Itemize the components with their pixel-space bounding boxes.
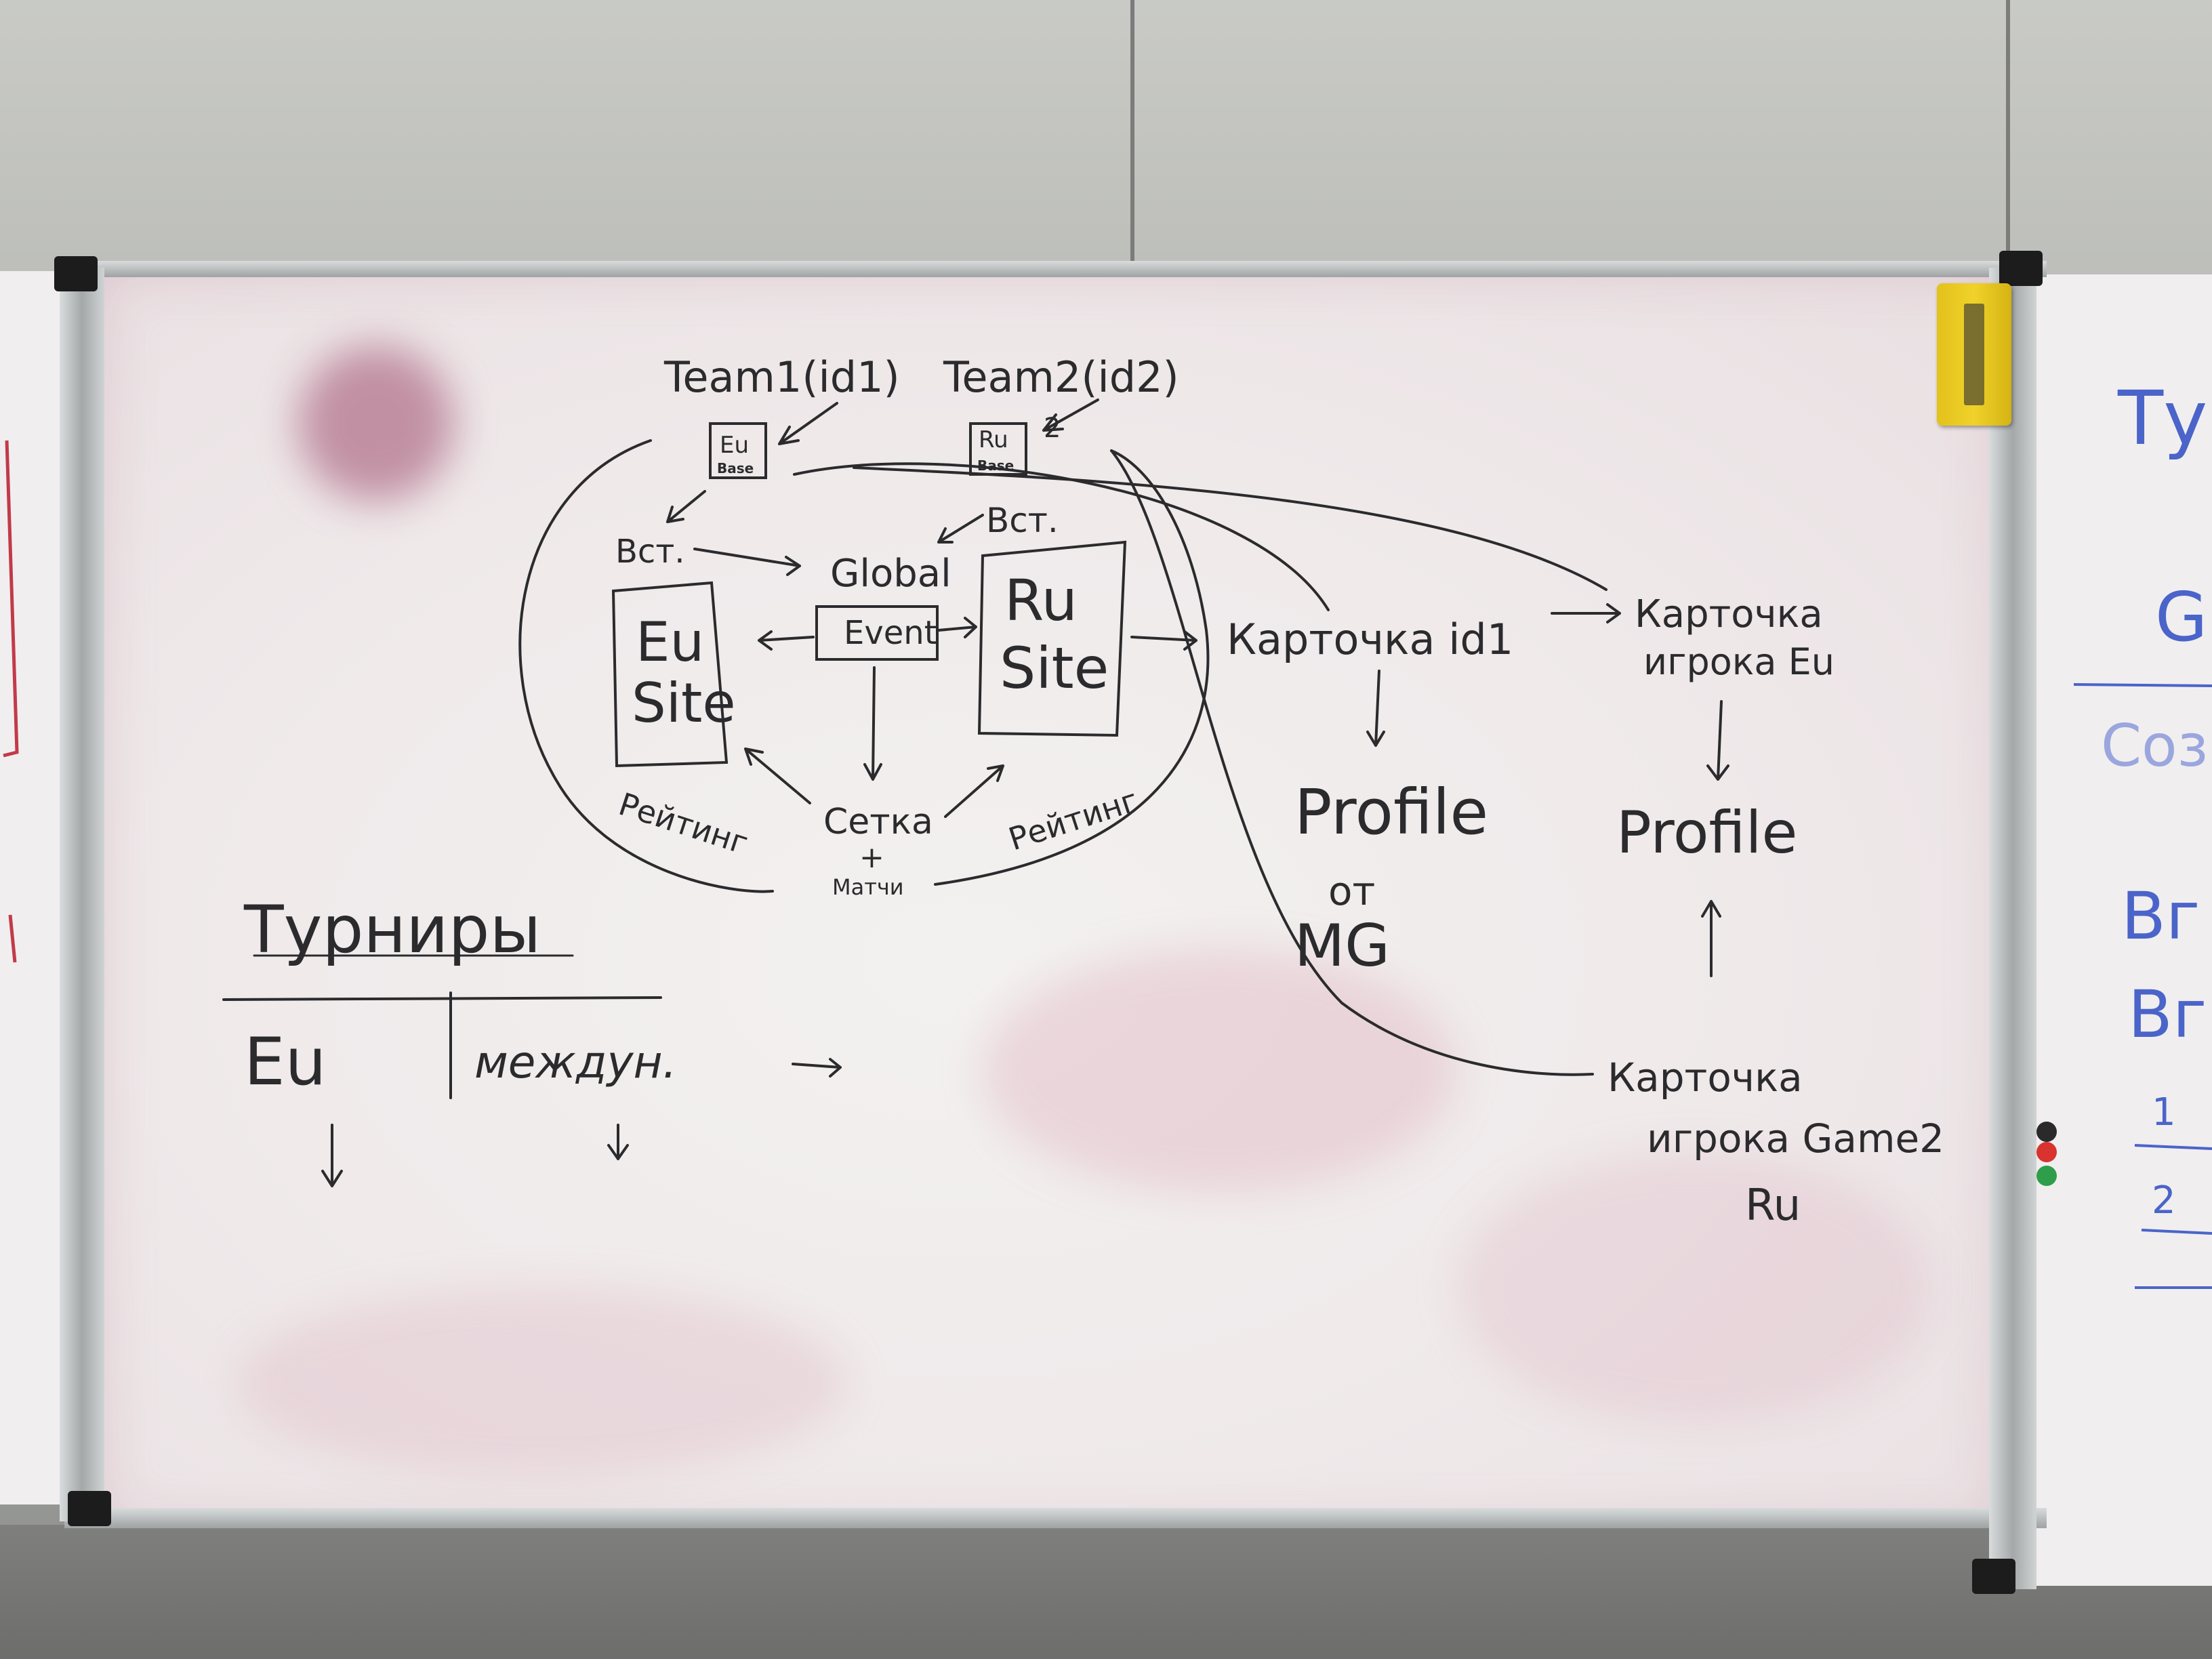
ru-site-label-bottom: Site [1000, 635, 1109, 701]
board-frame-left [60, 268, 104, 1521]
ink-smudge [983, 949, 1457, 1193]
arrow-team1-label [778, 402, 838, 445]
arrow-card-profile [1366, 670, 1385, 747]
right-board-fragment: Ту [2117, 375, 2207, 462]
loop-right [934, 449, 1210, 886]
curve-game-card-to-ru-base [1110, 449, 1594, 1076]
team2-marker: 2 [1044, 413, 1061, 444]
arrow-event-setka [863, 666, 882, 781]
game-card-label-bottom: Ru [1745, 1181, 1801, 1231]
board-frame-right [1989, 268, 2036, 1589]
eu-base-label-bottom: Base [717, 460, 754, 476]
arrow-setka-ru [944, 764, 1004, 818]
arrow-mezhdun [792, 1058, 842, 1078]
ink-smudge [298, 346, 454, 501]
right-board-fragment: 1 [2152, 1090, 2176, 1134]
loop-left [518, 439, 774, 893]
plus-label: + [859, 840, 884, 875]
game-card-label-top: Карточка [1607, 1054, 1803, 1101]
magnet [2036, 1142, 2057, 1162]
tournaments-eu-column: Eu [244, 1024, 327, 1100]
vst-right-label: Вст. [986, 501, 1059, 540]
arrow-ru-card [1130, 630, 1197, 651]
wall-panel-seam [2006, 0, 2010, 271]
eu-base-label-top: Eu [720, 432, 749, 459]
right-board-fragment: Вг [2128, 977, 2207, 1052]
card-id1-label: Карточка id1 [1227, 615, 1513, 664]
profile-mg-label: Profile [1294, 776, 1488, 848]
ru-base-label-bottom: Base [977, 457, 1014, 474]
frame-corner [54, 256, 98, 291]
card-eu-label-bottom: игрока Eu [1643, 640, 1835, 683]
right-board-fragment: G [2155, 577, 2208, 657]
ru-site-label-top: Ru [1004, 567, 1078, 634]
arrow-card-card [1551, 603, 1621, 623]
curve-card-to-eu-base [793, 462, 1330, 611]
rating-left-label: Рейтинг [615, 785, 753, 861]
ink-smudge [1457, 1152, 1931, 1423]
table-horizontal-line [222, 996, 662, 1001]
game-card-label-middle: игрока Game2 [1647, 1115, 1944, 1162]
curve-card-eu-to-eu-base [853, 466, 1607, 591]
matchi-label: Матчи [832, 874, 904, 900]
whiteboard-eraser [1937, 283, 2011, 426]
whiteboard-surface [102, 271, 1999, 1528]
right-board-line [2073, 683, 2212, 687]
team2-label: Team2(id2) [943, 352, 1179, 402]
ru-site-box [977, 540, 1127, 737]
right-board-line [2134, 1144, 2212, 1289]
frame-corner [68, 1491, 111, 1526]
ink-smudge [237, 1288, 847, 1477]
event-label: Event [844, 614, 937, 652]
eu-base-box [709, 422, 767, 479]
card-eu-label-top: Карточка [1635, 592, 1823, 636]
team1-label: Team1(id1) [663, 352, 900, 402]
left-board-mark [3, 440, 19, 758]
lower-wall [0, 1525, 2212, 1659]
arrow-mezhdun-col [607, 1124, 629, 1160]
board-frame-top [64, 261, 2047, 277]
arrow-event-ru [937, 617, 977, 638]
arrow-eu-col [321, 1124, 343, 1187]
profile-mg-mg: MG [1294, 912, 1390, 980]
arrow-event-eu [758, 630, 815, 651]
magnet [2036, 1166, 2057, 1186]
vst-left-label: Вст. [615, 533, 685, 571]
wall-panel-seam [1130, 0, 1134, 271]
eraser-logo [1964, 304, 1984, 405]
arrow-card-eu-profile [1706, 700, 1729, 781]
left-board-mark [8, 914, 17, 963]
eu-site-label-bottom: Site [632, 672, 736, 735]
arrow-vst-global [693, 548, 801, 576]
frame-corner [1999, 251, 2043, 286]
board-frame-bottom [64, 1508, 2047, 1528]
left-adjacent-whiteboard [0, 271, 64, 1504]
profile-mg-ot: от [1328, 868, 1375, 914]
tournaments-international-column: междун. [474, 1036, 677, 1088]
global-label: Global [830, 552, 951, 596]
profile-right-label: Profile [1616, 799, 1797, 867]
right-adjacent-whiteboard [2036, 274, 2212, 1586]
arrow-team2-label [1042, 398, 1099, 432]
eu-site-label-top: Eu [636, 611, 704, 674]
frame-corner [1972, 1559, 2015, 1594]
ru-base-label-top: Ru [979, 426, 1008, 453]
tournaments-title: Турниры [243, 892, 541, 968]
arrow-eu-base-vst [666, 490, 706, 523]
right-board-fragment: Соз [2101, 712, 2208, 780]
right-board-fragment: Вг [2121, 878, 2200, 954]
arrow-setka-eu [744, 747, 811, 804]
right-board-fragment: 2 [2152, 1179, 2176, 1223]
event-box [815, 605, 939, 661]
magnet [2036, 1122, 2057, 1142]
eu-site-box [611, 581, 729, 768]
setka-label: Сетка [823, 802, 933, 842]
arrow-game-card-profile [1701, 900, 1721, 977]
arrow-vst-global-right [937, 514, 984, 544]
